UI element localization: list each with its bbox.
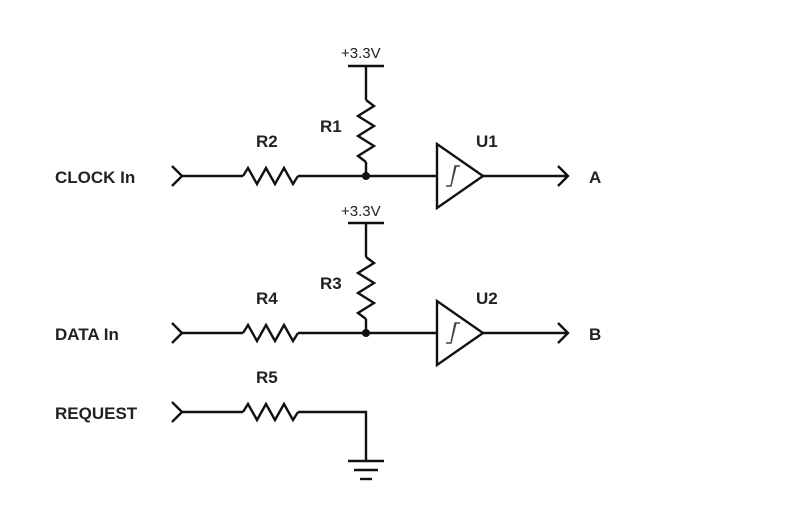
resistor-label-r1: R1 (320, 117, 342, 136)
resistor-label-r2: R2 (256, 132, 278, 151)
schmitt-buffer-u1 (435, 141, 486, 211)
schmitt-hysteresis-icon (446, 322, 460, 344)
resistor-r2 (241, 165, 300, 187)
resistor-r4 (241, 322, 300, 344)
input-label-clock: CLOCK In (55, 168, 135, 187)
channel-clock: CLOCK In R2 +3.3V R1 U1 A (55, 45, 601, 211)
input-label-data: DATA In (55, 325, 119, 344)
resistor-label-r3: R3 (320, 274, 342, 293)
output-arrow-icon (557, 322, 570, 344)
resistor-label-r4: R4 (256, 289, 278, 308)
output-label-a: A (589, 168, 601, 187)
resistor-r5 (241, 401, 300, 423)
output-arrow-icon (557, 165, 570, 187)
channel-request: REQUEST R5 (55, 368, 384, 481)
resistor-label-r5: R5 (256, 368, 278, 387)
input-connector-icon (171, 322, 184, 344)
buffer-label-u2: U2 (476, 289, 498, 308)
schmitt-hysteresis-icon (446, 165, 460, 187)
resistor-r1 (355, 99, 377, 163)
buffer-label-u1: U1 (476, 132, 498, 151)
schmitt-buffer-u2 (435, 298, 486, 368)
channel-data: DATA In R4 +3.3V R3 U2 B (55, 203, 601, 368)
supply-label-2: +3.3V (341, 203, 381, 220)
output-label-b: B (589, 325, 601, 344)
ground-icon (348, 459, 384, 481)
input-connector-icon (171, 401, 184, 423)
supply-label-1: +3.3V (341, 45, 381, 62)
wire (298, 410, 368, 461)
input-connector-icon (171, 165, 184, 187)
input-label-request: REQUEST (55, 404, 138, 423)
resistor-r3 (355, 256, 377, 320)
